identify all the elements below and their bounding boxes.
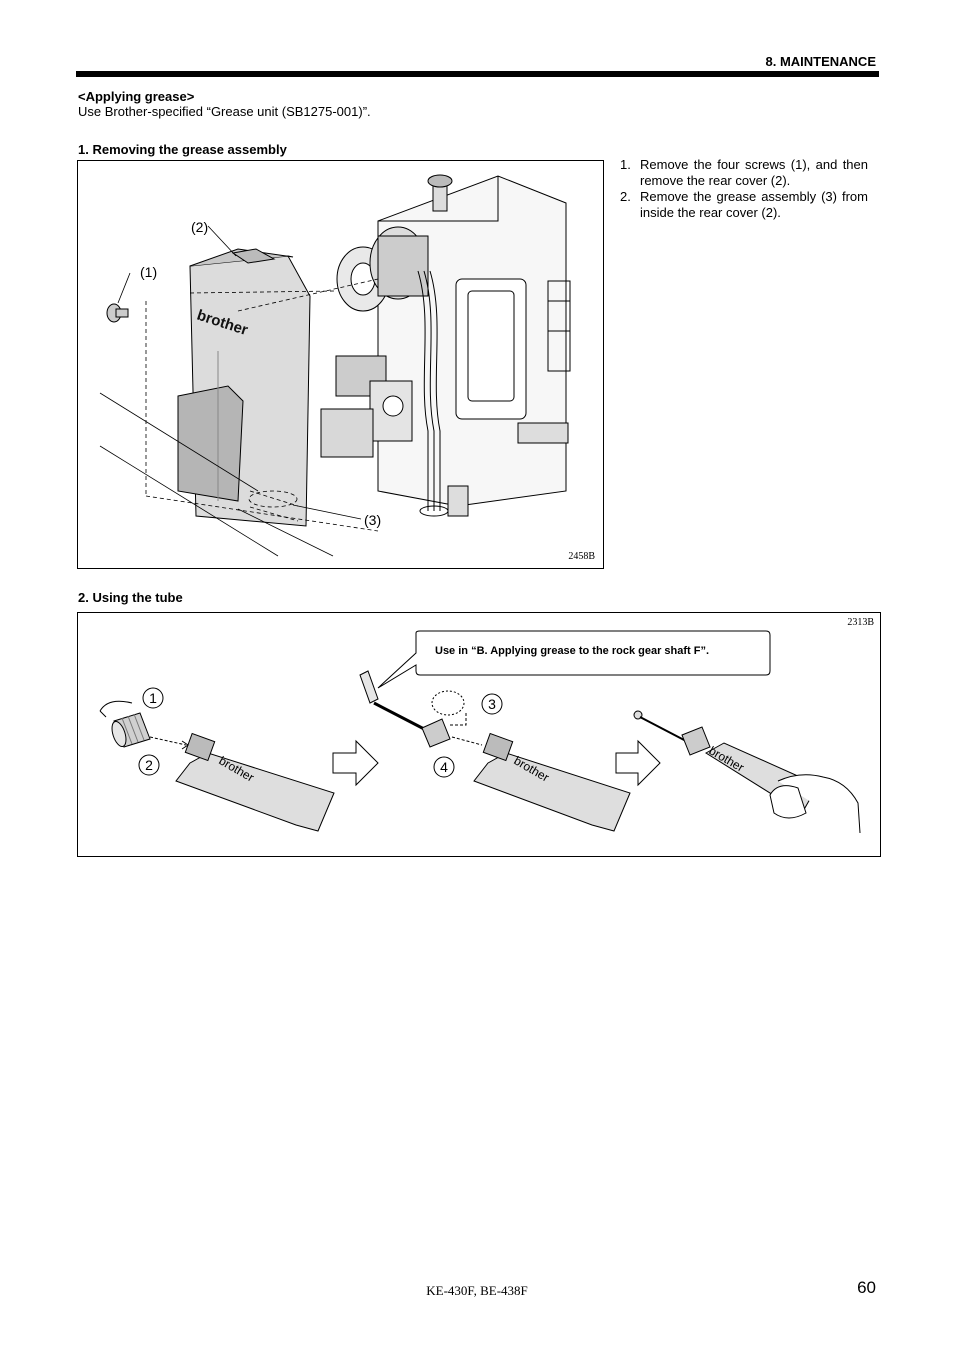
step-number: 1.	[620, 157, 631, 172]
callout-2: (2)	[191, 219, 208, 235]
figure-removing-grease-assembly: brother (1) (2) (3)	[77, 160, 604, 569]
step-number-2: 2	[145, 757, 153, 773]
intro-heading: <Applying grease>	[78, 89, 195, 104]
intro-text: Use Brother-specified “Grease unit (SB12…	[78, 104, 371, 119]
step-number-1: 1	[149, 690, 157, 706]
step-number-3: 3	[488, 696, 496, 712]
callout-1: (1)	[140, 264, 157, 280]
arrow-right-icon	[332, 739, 379, 787]
step-number: 2.	[620, 189, 631, 204]
figure1-code: 2458B	[568, 551, 595, 562]
figure2-code: 2313B	[847, 617, 874, 628]
footer-model: KE-430F, BE-438F	[426, 1283, 528, 1298]
callout-note: Use in “B. Applying grease to the rock g…	[435, 645, 710, 657]
page-number: 60	[857, 1278, 876, 1297]
figure-using-the-tube: 2313B brother	[77, 612, 881, 857]
step-item: 2. Remove the grease assembly (3) from i…	[620, 189, 868, 221]
machine-illustration: brother (1) (2) (3)	[99, 174, 571, 557]
arrow-right-icon	[615, 739, 661, 787]
header-rule	[76, 71, 879, 77]
removal-steps: 1. Remove the four screws (1), and then …	[620, 157, 868, 221]
section-label: 8. MAINTENANCE	[765, 54, 876, 69]
tube-illustration: brother brother	[99, 630, 861, 834]
step-item: 1. Remove the four screws (1), and then …	[620, 157, 868, 189]
step-text: Remove the four screws (1), and then rem…	[640, 157, 868, 188]
callout-3: (3)	[364, 512, 381, 528]
step-number-4: 4	[440, 759, 448, 775]
step-text: Remove the grease assembly (3) from insi…	[640, 189, 868, 220]
section1-heading: 1. Removing the grease assembly	[78, 142, 287, 157]
section2-heading: 2. Using the tube	[78, 590, 183, 605]
